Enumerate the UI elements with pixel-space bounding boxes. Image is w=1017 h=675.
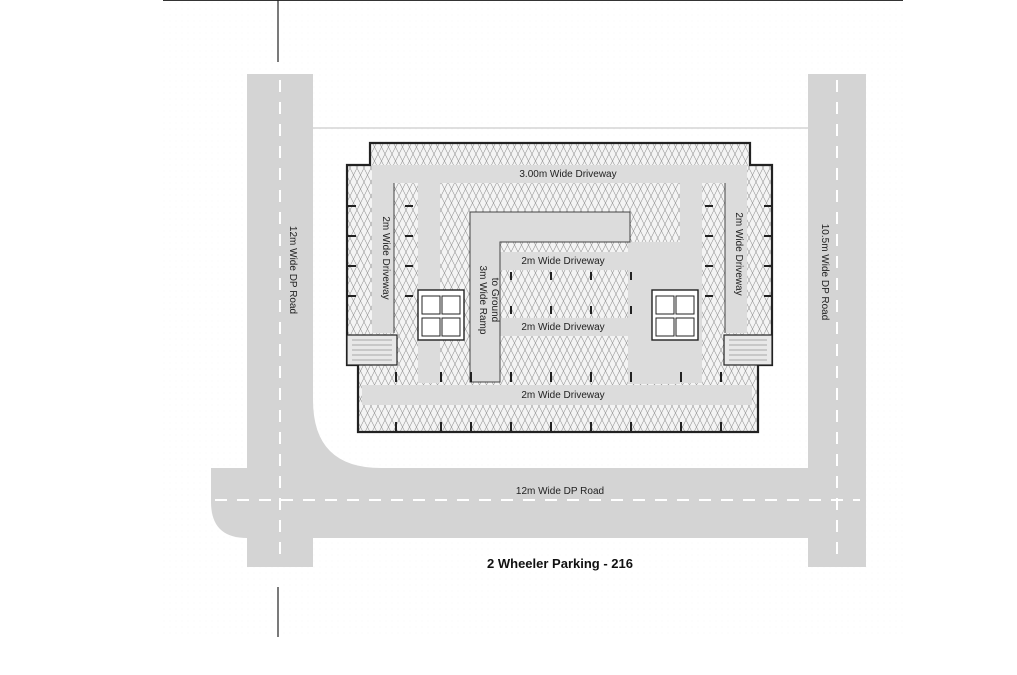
column-tick <box>630 272 632 280</box>
column-tick <box>590 372 592 382</box>
parking-building <box>345 141 774 434</box>
column-tick <box>510 372 512 382</box>
right-road-label: 10.5m Wide DP Road <box>819 224 830 321</box>
column-tick <box>550 372 552 382</box>
column-tick <box>550 422 552 431</box>
column-tick <box>395 372 397 382</box>
column-tick <box>705 295 713 297</box>
column-tick <box>720 372 722 382</box>
mid-driveway-1-label: 2m Wide Driveway <box>521 256 604 267</box>
column-tick <box>550 272 552 280</box>
column-tick <box>510 272 512 280</box>
plan-caption: 2 Wheeler Parking - 216 <box>487 556 633 571</box>
left-core <box>346 289 465 366</box>
column-tick <box>348 295 356 297</box>
column-tick <box>764 295 772 297</box>
column-tick <box>395 422 397 431</box>
ramp-label-line1: 3m Wide Ramp <box>477 266 488 335</box>
roads <box>211 74 866 567</box>
column-tick <box>590 272 592 280</box>
column-tick <box>440 372 442 382</box>
bottom-driveway <box>362 385 752 405</box>
column-tick <box>470 422 472 431</box>
column-tick <box>470 372 472 382</box>
column-tick <box>405 265 413 267</box>
column-tick <box>630 372 632 382</box>
column-tick <box>764 235 772 237</box>
column-tick <box>590 306 592 314</box>
column-tick <box>348 265 356 267</box>
column-tick <box>348 235 356 237</box>
column-tick <box>764 265 772 267</box>
left-driveway-label: 2m Wide Driveway <box>380 216 391 299</box>
column-tick <box>764 205 772 207</box>
column-tick <box>630 422 632 431</box>
left-road <box>211 74 866 567</box>
column-tick <box>405 205 413 207</box>
structural-columns <box>348 205 772 431</box>
top-driveway-label: 3.00m Wide Driveway <box>519 169 616 180</box>
right-core <box>651 289 773 366</box>
right-aisle <box>680 183 702 383</box>
column-tick <box>510 306 512 314</box>
column-tick <box>405 235 413 237</box>
mid-driveway-2-label: 2m Wide Driveway <box>521 322 604 333</box>
bottom-driveway-label: 2m Wide Driveway <box>521 390 604 401</box>
column-tick <box>550 306 552 314</box>
ramp-label-line2: to Ground <box>489 278 500 322</box>
column-tick <box>630 306 632 314</box>
column-tick <box>680 422 682 431</box>
left-road-label: 12m Wide DP Road <box>287 226 298 314</box>
column-tick <box>705 205 713 207</box>
column-tick <box>705 265 713 267</box>
column-tick <box>510 422 512 431</box>
bottom-road-label: 12m Wide DP Road <box>516 486 604 497</box>
right-driveway <box>725 183 747 333</box>
left-driveway <box>372 183 394 333</box>
drawing-labels: 3.00m Wide Driveway 2m Wide Driveway 2m … <box>287 169 830 571</box>
right-driveway-label: 2m Wide Driveway <box>733 212 744 295</box>
left-aisle <box>418 183 440 383</box>
outer-wall <box>345 141 774 434</box>
ramp-top <box>470 212 630 242</box>
column-tick <box>705 235 713 237</box>
column-tick <box>590 422 592 431</box>
column-tick <box>405 295 413 297</box>
column-tick <box>720 422 722 431</box>
column-tick <box>680 372 682 382</box>
column-tick <box>440 422 442 431</box>
column-tick <box>348 205 356 207</box>
top-driveway <box>372 165 747 183</box>
